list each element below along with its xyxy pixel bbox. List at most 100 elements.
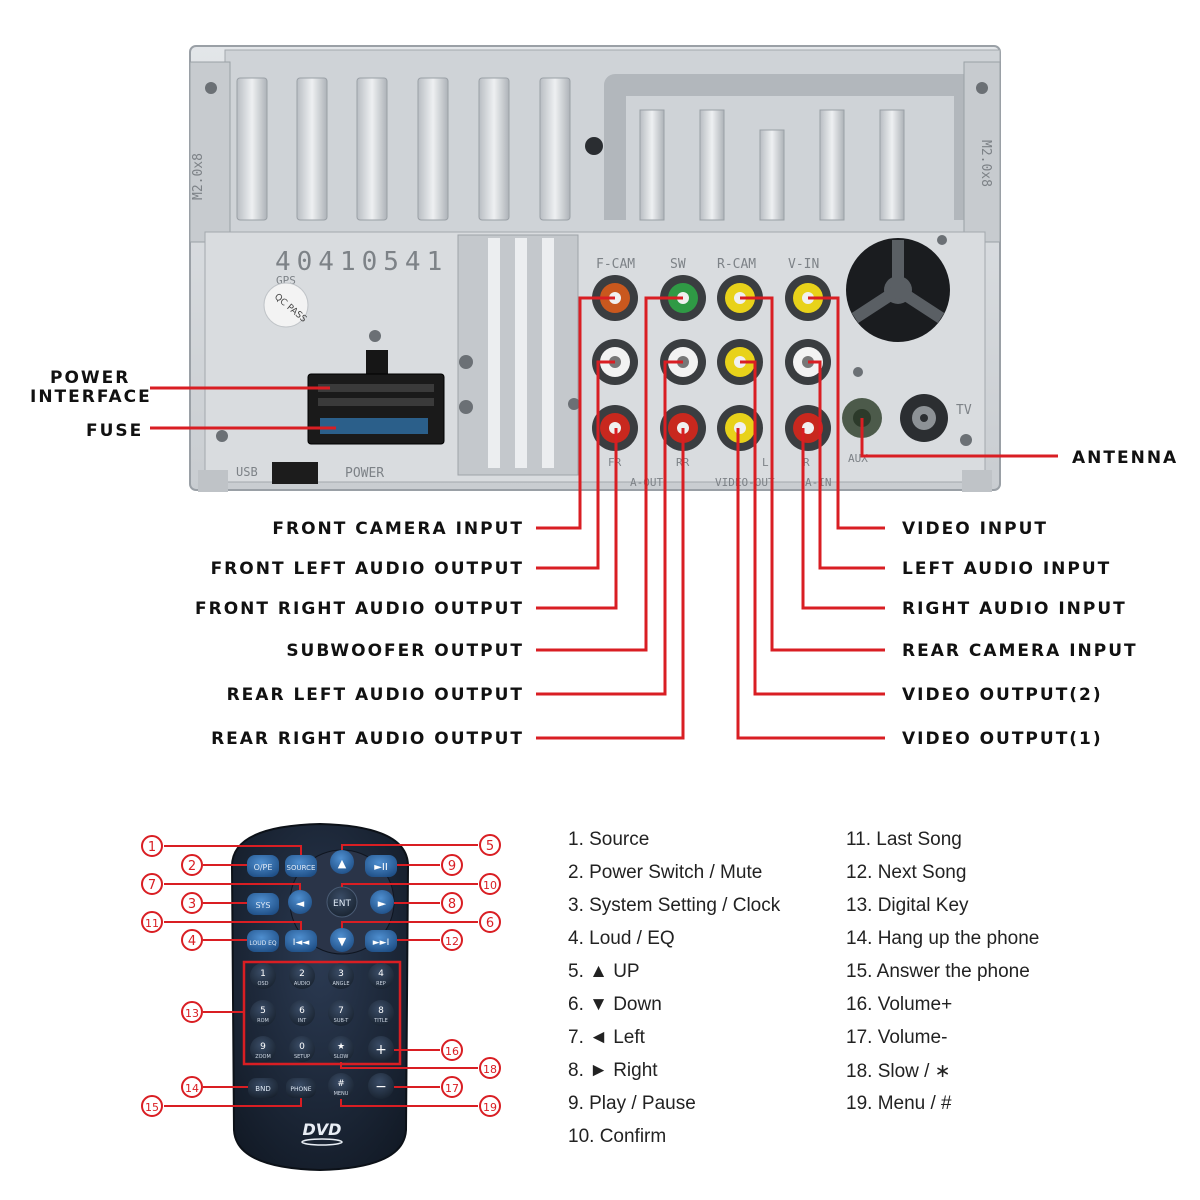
svg-text:SUB-T: SUB-T	[334, 1018, 350, 1024]
btn-left[interactable]: ◄	[288, 890, 312, 914]
callout-9: 9	[441, 854, 463, 876]
screw-icon	[960, 434, 972, 446]
svg-text:#: #	[337, 1079, 345, 1089]
usb-port	[272, 462, 318, 484]
btn-vol-down[interactable]: −	[368, 1073, 394, 1099]
svg-text:7: 7	[338, 1006, 344, 1016]
label-front-left-audio-output: FRONT LEFT AUDIO OUTPUT	[211, 559, 524, 579]
btn-down[interactable]: ▼	[330, 928, 354, 952]
svg-text:ROM: ROM	[257, 1018, 269, 1024]
key-vol-up[interactable]: +	[368, 1036, 394, 1062]
screw-icon	[568, 398, 580, 410]
callout-17: 17	[441, 1076, 463, 1098]
svg-text:3: 3	[188, 897, 196, 912]
svg-text:SETUP: SETUP	[294, 1054, 310, 1060]
legend-item: 19. Menu / #	[846, 1093, 952, 1114]
legend-item: 8. ► Right	[568, 1060, 658, 1081]
svg-text:14: 14	[185, 1082, 199, 1095]
remote-brand: DVD	[303, 1120, 342, 1139]
svg-text:16: 16	[445, 1045, 459, 1058]
btn-play-pause[interactable]: ►II	[365, 855, 397, 877]
legend-item: 11. Last Song	[846, 829, 962, 850]
leader-video-output2	[740, 360, 885, 696]
btn-bnd[interactable]: BND	[248, 1078, 278, 1098]
svg-text:◄: ◄	[296, 897, 305, 910]
side-label-left: M2.0x8	[191, 153, 206, 200]
callout-3: 3	[181, 892, 203, 914]
svg-text:4: 4	[188, 934, 196, 949]
callout-4: 4	[181, 929, 203, 951]
svg-text:OSD: OSD	[258, 981, 269, 987]
svg-text:LOUD EQ: LOUD EQ	[249, 940, 277, 947]
btn-ope[interactable]: O/PE	[247, 855, 279, 877]
leader-rear-camera	[740, 296, 885, 652]
leader-front-right	[536, 428, 618, 610]
svg-text:►II: ►II	[374, 862, 388, 873]
label-front-camera-input: FRONT CAMERA INPUT	[272, 519, 524, 539]
usb-text: USB	[236, 465, 258, 479]
port-header-fcam: F-CAM	[596, 257, 635, 272]
label-power-interface-1: POWER	[50, 368, 130, 388]
btn-menu[interactable]: # MENU	[328, 1073, 354, 1099]
rca-vout1	[717, 405, 763, 451]
svg-text:MENU: MENU	[334, 1091, 349, 1097]
screw-icon	[205, 82, 217, 94]
legend-item: 5. ▲ UP	[568, 961, 640, 982]
svg-text:ENT: ENT	[333, 899, 351, 909]
callout-16: 16	[441, 1039, 463, 1061]
svg-text:1: 1	[260, 969, 266, 979]
label-a-in: A-IN	[805, 476, 832, 489]
svg-text:5: 5	[260, 1006, 266, 1016]
btn-ent[interactable]: ENT	[326, 886, 358, 918]
svg-text:ZOOM: ZOOM	[255, 1054, 271, 1060]
side-label-right: M2.0x8	[978, 140, 993, 187]
callout-19: 19	[479, 1095, 501, 1117]
svg-text:SYS: SYS	[255, 901, 270, 910]
label-video-out: VIDEO-OUT	[715, 476, 775, 489]
btn-up[interactable]: ▲	[330, 850, 354, 874]
label-subwoofer-output: SUBWOOFER OUTPUT	[286, 641, 524, 661]
callout-11: 11	[141, 911, 163, 933]
leader-front-camera	[536, 296, 615, 530]
svg-text:6: 6	[486, 916, 494, 931]
unit-bottom-lip	[962, 470, 992, 492]
port-header-sw: SW	[670, 257, 686, 272]
port-header-rcam: R-CAM	[717, 257, 756, 272]
label-right-audio-input: RIGHT AUDIO INPUT	[902, 599, 1127, 619]
svg-text:O/PE: O/PE	[254, 863, 273, 872]
unit-bottom-lip	[198, 470, 228, 492]
leader-rear-left	[536, 360, 683, 696]
svg-text:2: 2	[188, 859, 196, 874]
svg-text:★: ★	[337, 1042, 345, 1052]
svg-text:BND: BND	[255, 1085, 270, 1093]
callout-1: 1	[141, 835, 163, 857]
aux-text: AUX	[848, 452, 868, 465]
center-vents	[457, 234, 579, 476]
svg-text:▼: ▼	[338, 935, 347, 948]
btn-right[interactable]: ►	[370, 890, 394, 914]
btn-source[interactable]: SOURCE	[285, 855, 317, 877]
label-video-output-1: VIDEO OUTPUT(1)	[902, 729, 1103, 749]
svg-text:9: 9	[448, 859, 456, 874]
svg-text:9: 9	[260, 1042, 266, 1052]
btn-sys[interactable]: SYS	[247, 893, 279, 915]
btn-next[interactable]: ►►I	[365, 930, 397, 952]
svg-text:8: 8	[448, 897, 456, 912]
btn-loud-eq[interactable]: LOUD EQ	[247, 930, 279, 952]
key-slow[interactable]: ★SLOW	[328, 1036, 354, 1062]
btn-phone[interactable]: PHONE	[286, 1078, 316, 1098]
remote-control: O/PE SOURCE ▲ ►II ◄ ENT ► SYS LOUD EQ I◄…	[230, 822, 410, 1172]
btn-prev[interactable]: I◄◄	[285, 930, 317, 952]
serial-number: 40410541	[275, 247, 448, 277]
